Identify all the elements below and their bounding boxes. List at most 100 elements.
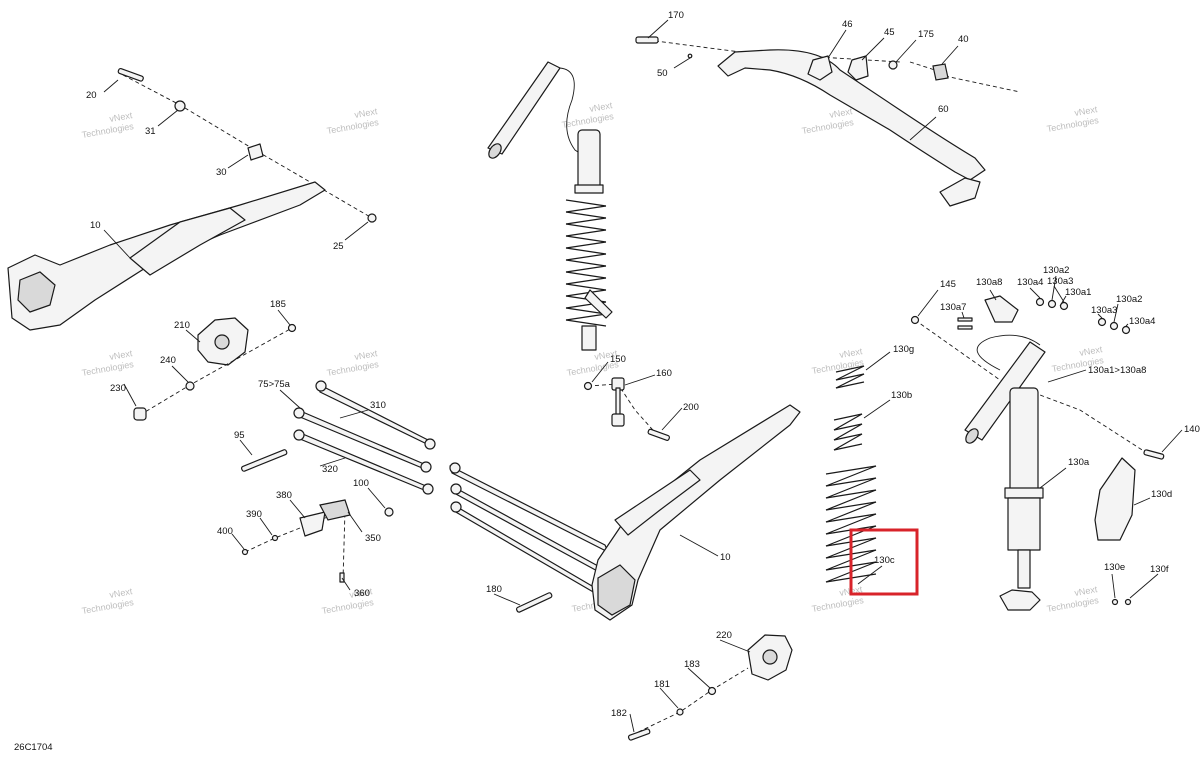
bolt-20 xyxy=(117,67,144,82)
callout-130d: 130d xyxy=(1151,489,1172,500)
leader-25 xyxy=(344,221,369,241)
sway-bar-end xyxy=(939,177,981,207)
leader-30 xyxy=(227,154,249,169)
link-upper xyxy=(449,465,609,553)
watermark-line: Technologies xyxy=(811,357,865,376)
watermark-line: Technologies xyxy=(811,595,865,614)
bushing-100 xyxy=(384,507,394,517)
diagram-code: 26C1704 xyxy=(14,742,53,753)
link-end xyxy=(293,429,305,441)
leader-150 xyxy=(591,361,609,383)
left-trailing-arm-assembly xyxy=(7,67,377,331)
leader-10a xyxy=(103,229,131,259)
trailing-arm-10-right xyxy=(591,404,801,621)
trailing-arm-rib xyxy=(129,207,246,276)
assembly-line xyxy=(914,319,1151,456)
trailing-arm-rib-right xyxy=(614,469,701,536)
callout-20: 20 xyxy=(86,90,97,101)
callout-182: 182 xyxy=(611,708,627,719)
leader-390 xyxy=(259,517,273,536)
highlight-box-130c xyxy=(849,528,919,596)
leader-130a4a xyxy=(1029,287,1041,299)
callout-25: 25 xyxy=(333,241,344,252)
trailing-arm-pivot xyxy=(17,271,56,313)
shock-spring-back xyxy=(565,205,607,321)
clamp-45 xyxy=(847,55,869,81)
leader-40 xyxy=(941,45,959,65)
bracket-40 xyxy=(932,63,949,81)
nut-185 xyxy=(287,323,297,333)
leader-210 xyxy=(185,329,201,343)
watermark-line: vNext xyxy=(1074,104,1099,118)
watermark-line: vNext xyxy=(354,348,379,362)
callout-130a2: 130a2 xyxy=(1116,294,1142,305)
bolt-360 xyxy=(339,572,345,583)
shock-lever xyxy=(584,289,613,319)
bolt-95 xyxy=(241,449,288,472)
callout-130a1: 130a1 xyxy=(1065,287,1091,298)
leader-183 xyxy=(687,667,711,689)
right-trailing-arm-assembly xyxy=(449,404,801,621)
bushing-30 xyxy=(247,143,264,161)
reservoir-hose xyxy=(559,67,591,161)
watermark-line: vNext xyxy=(594,348,619,362)
leader-130a7 xyxy=(961,311,965,319)
shock-absorber-center xyxy=(487,61,613,351)
leader-185 xyxy=(277,309,291,326)
spring-130b xyxy=(833,413,863,451)
leader-320 xyxy=(319,457,346,467)
nut-175 xyxy=(888,60,898,70)
leader-130d xyxy=(1133,497,1151,506)
callout-160: 160 xyxy=(656,368,672,379)
callout-350: 350 xyxy=(365,533,381,544)
watermark-line: Technologies xyxy=(326,359,380,378)
link-75 xyxy=(317,383,432,447)
watermark-line: Technologies xyxy=(81,597,135,616)
leader-240 xyxy=(171,365,189,383)
callout-180: 180 xyxy=(486,584,502,595)
callout-130g: 130g xyxy=(893,344,914,355)
watermark-line: Technologies xyxy=(326,117,380,136)
leader-45 xyxy=(861,37,885,61)
bolt-145 xyxy=(910,315,920,325)
callout-130a8: 130a8 xyxy=(976,277,1002,288)
ring-240 xyxy=(185,381,195,391)
spring-130g xyxy=(835,365,865,389)
watermark-line: vNext xyxy=(354,106,379,120)
leader-130a1 xyxy=(1059,295,1067,307)
callout-360: 360 xyxy=(354,588,370,599)
link-lower xyxy=(451,503,596,594)
callout-183: 183 xyxy=(684,659,700,670)
shock-130a-assembly xyxy=(910,295,1165,611)
callout-130c: 130c xyxy=(874,555,895,566)
callout-170: 170 xyxy=(668,10,684,21)
leader-160 xyxy=(624,374,656,386)
callout-130a1-130a8: 130a1>130a8 xyxy=(1088,365,1146,376)
leader-130a3a xyxy=(1053,285,1065,303)
callout-30: 30 xyxy=(216,167,227,178)
leader-360 xyxy=(341,577,351,591)
watermark-line: Technologies xyxy=(321,597,375,616)
callout-185: 185 xyxy=(270,299,286,310)
leader-350 xyxy=(347,511,363,533)
washer-130e xyxy=(1111,598,1119,606)
callout-175: 175 xyxy=(918,29,934,40)
watermark-line: vNext xyxy=(839,346,864,360)
link-end xyxy=(450,501,462,513)
callout-380: 380 xyxy=(276,490,292,501)
washer-130a4 xyxy=(1035,297,1045,307)
shock-hose xyxy=(976,334,1041,371)
callout-10: 10 xyxy=(720,552,731,563)
leader-175 xyxy=(895,39,917,63)
callout-130a3: 130a3 xyxy=(1047,276,1073,287)
watermark-line: vNext xyxy=(109,110,134,124)
callout-130a3: 130a3 xyxy=(1091,305,1117,316)
link-end xyxy=(450,483,462,495)
nut-181 xyxy=(676,708,684,716)
callout-95: 95 xyxy=(234,430,245,441)
callout-145: 145 xyxy=(940,279,956,290)
callout-200: 200 xyxy=(683,402,699,413)
callout-10: 10 xyxy=(90,220,101,231)
assembly-line xyxy=(631,667,749,736)
